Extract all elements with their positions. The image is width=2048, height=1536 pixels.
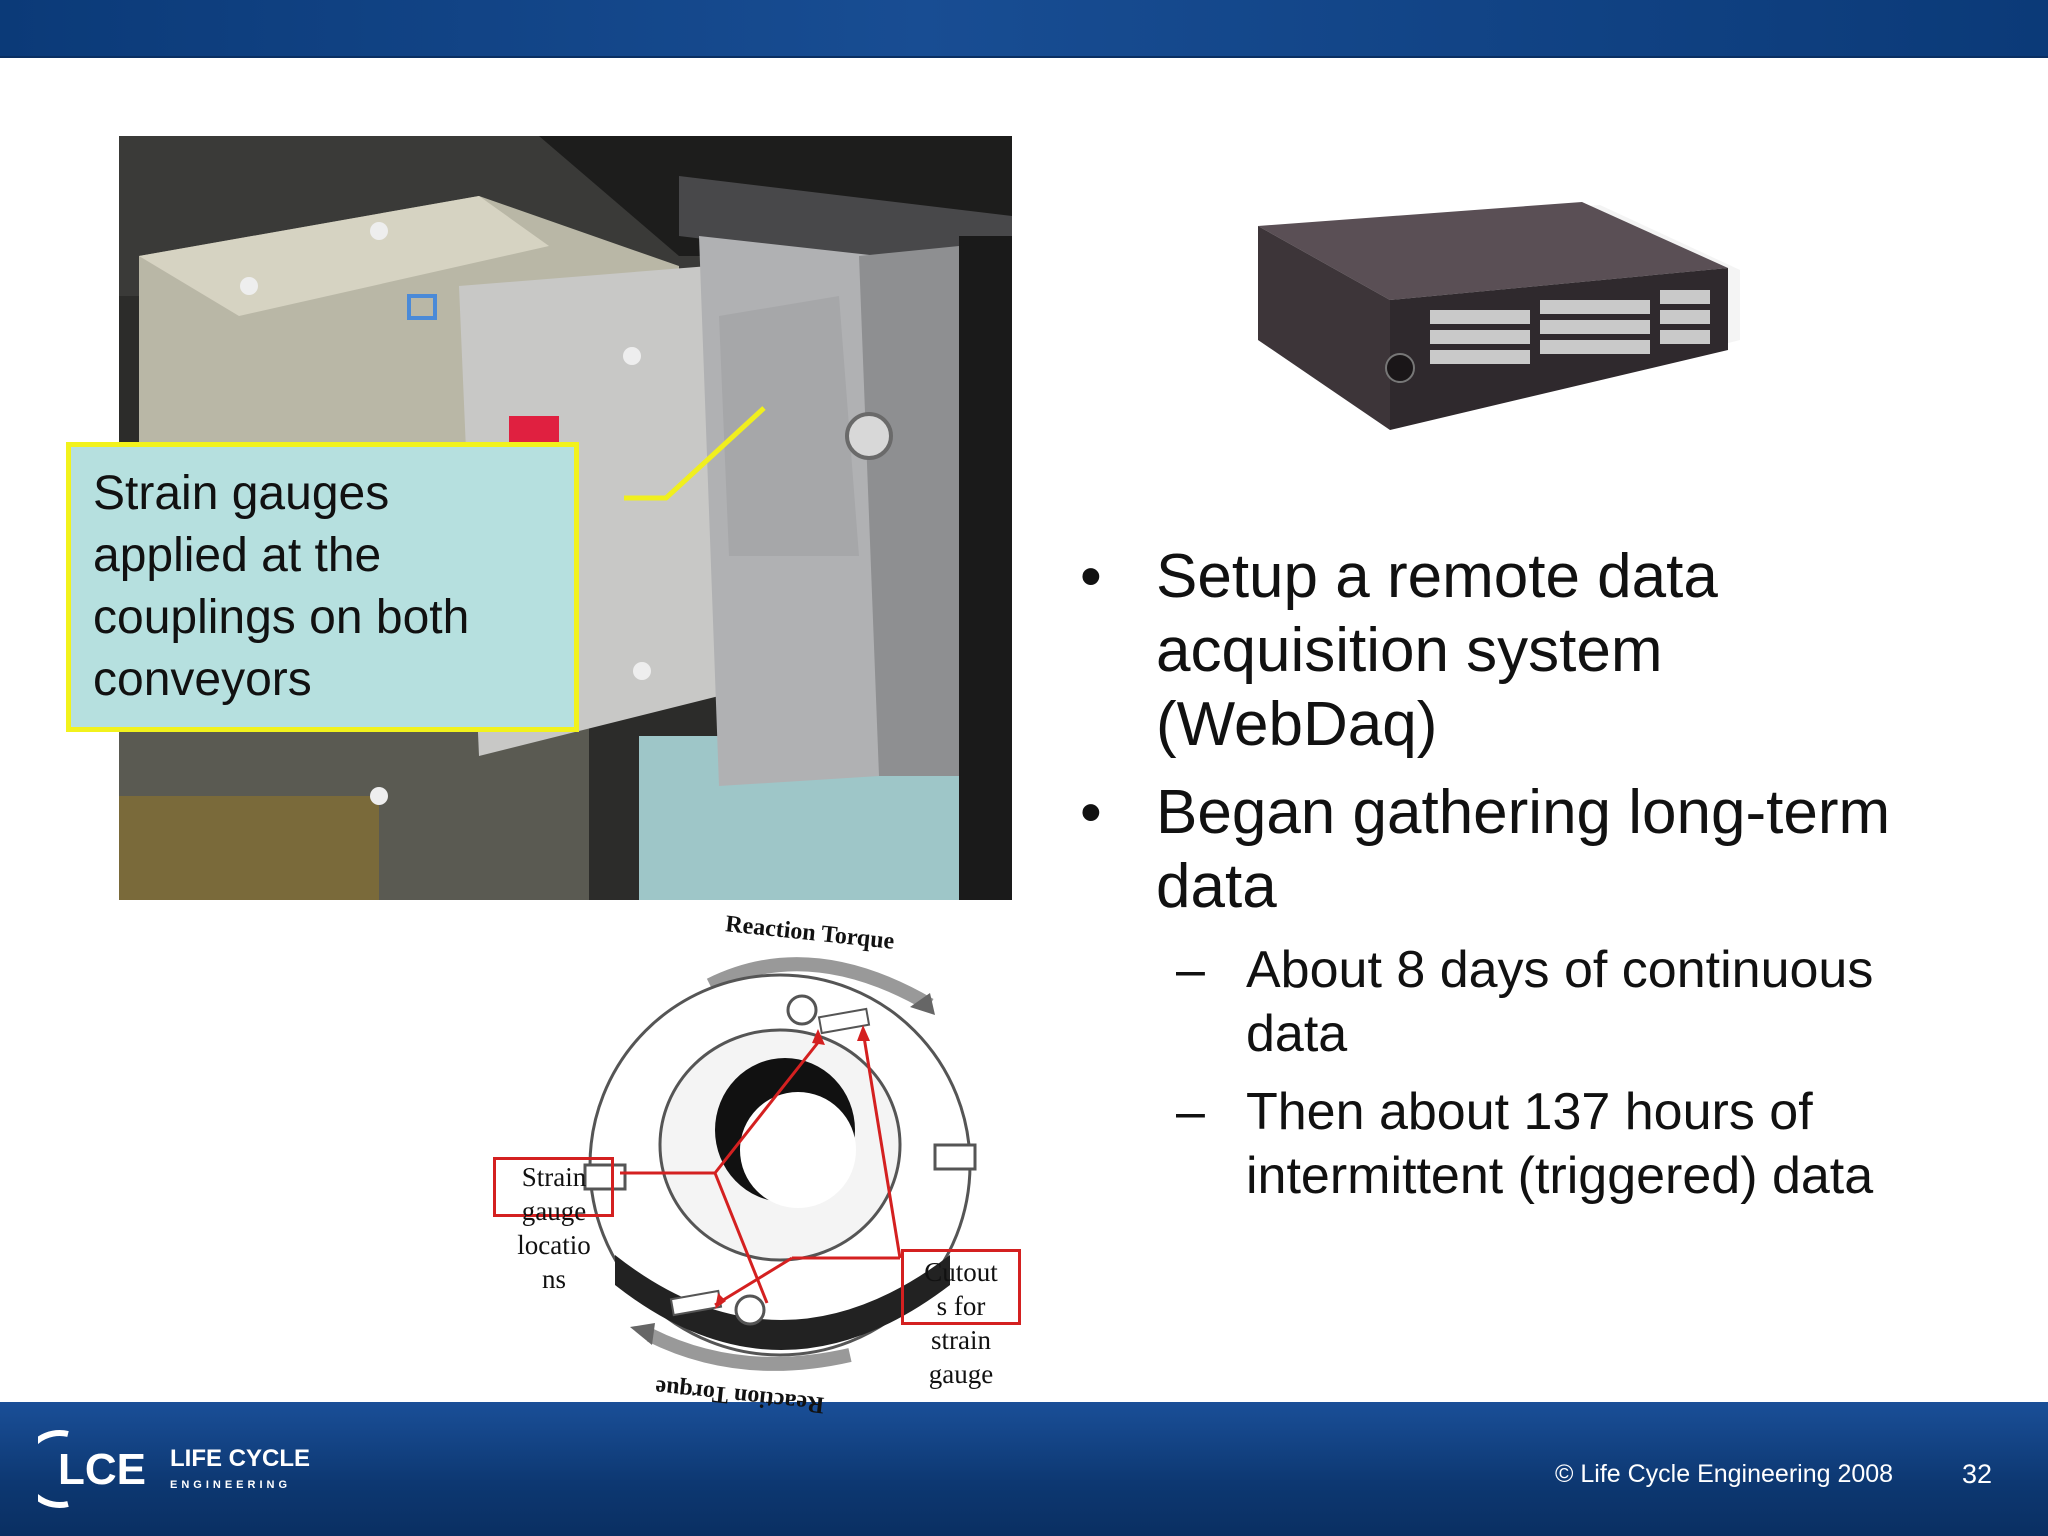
- bullet-list: • Setup a remote data acquisition system…: [1080, 540, 2020, 1222]
- callout-line: applied at the: [93, 529, 382, 582]
- label-line: Cutout: [924, 1257, 998, 1287]
- cutouts-label: Cutout s for strain gauge s.: [900, 1255, 1022, 1425]
- bullet-item: • Setup a remote data acquisition system…: [1080, 540, 2020, 762]
- sub-bullet-item: – Then about 137 hours of intermittent (…: [1080, 1080, 2020, 1208]
- cutout-label-box: [901, 1249, 1021, 1325]
- bullet-line: intermittent (triggered) data: [1246, 1147, 1874, 1205]
- bullet-line: About 8 days of continuous: [1246, 941, 1874, 999]
- logo-line2: ENGINEERING: [170, 1479, 291, 1491]
- bullet-marker: •: [1080, 778, 1102, 847]
- page-number: 32: [1962, 1459, 1993, 1489]
- label-line: ns: [541, 1264, 566, 1294]
- strain-gauge-locations-label: Strain gauge locatio ns: [494, 1160, 614, 1296]
- bullet-line: data: [1156, 852, 1277, 921]
- bullet-marker: •: [1080, 542, 1102, 611]
- bullet-line: Began gathering long-term: [1156, 778, 1891, 847]
- logo-line1: LIFE CYCLE: [170, 1445, 310, 1472]
- sub-bullet-marker: –: [1176, 941, 1205, 999]
- coupling-diagram: [480, 915, 1040, 1435]
- label-line: Strain: [521, 1162, 587, 1192]
- strain-gauge-callout: Strain gauges applied at the couplings o…: [66, 442, 579, 732]
- lce-logo: LCE LIFE CYCLE ENGINEERING: [20, 1428, 338, 1510]
- callout-line: conveyors: [93, 653, 312, 706]
- sub-bullet-marker: –: [1176, 1083, 1205, 1141]
- strain-label-box: [493, 1157, 614, 1217]
- bullet-line: Setup a remote data: [1156, 542, 1718, 611]
- callout-line: Strain gauges: [93, 467, 390, 520]
- logo-mark: LCE: [58, 1445, 146, 1494]
- label-line: locatio: [517, 1230, 591, 1260]
- label-line: strain: [931, 1325, 991, 1355]
- header-band: [0, 0, 2048, 58]
- webdaq-device-image: [1240, 190, 1760, 450]
- label-line: gauge: [928, 1359, 994, 1389]
- bullet-line: data: [1246, 1005, 1348, 1063]
- label-line: gauge: [521, 1196, 587, 1226]
- sub-bullet-item: – About 8 days of continuous data: [1080, 938, 2020, 1066]
- bullet-line: acquisition system: [1156, 616, 1663, 685]
- callout-line: couplings on both: [93, 591, 470, 644]
- bullet-line: Then about 137 hours of: [1246, 1083, 1813, 1141]
- label-line: s for: [936, 1291, 986, 1321]
- bullet-line: (WebDaq): [1156, 690, 1438, 759]
- footer-band: [0, 1402, 2048, 1536]
- copyright-text: © Life Cycle Engineering 2008: [1555, 1460, 1894, 1488]
- bullet-item: • Began gathering long-term data: [1080, 776, 2020, 924]
